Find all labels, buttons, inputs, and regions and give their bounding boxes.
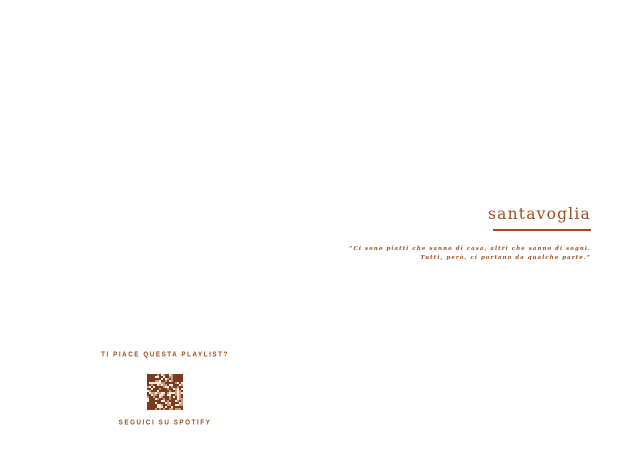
spotify-follow-link[interactable]: SEGUICI SU SPOTIFY	[118, 418, 212, 427]
quote-line-1: “Ci sono piatti che sanno di casa, altri…	[349, 246, 591, 252]
brand-underline-divider	[493, 229, 591, 231]
qr-code-icon[interactable]	[147, 374, 183, 410]
spotify-promo: TI PIACE QUESTA PLAYLIST? SEGUICI SU SPO…	[100, 350, 230, 428]
promo-title: TI PIACE QUESTA PLAYLIST?	[101, 350, 229, 359]
quote-line-2: Tutti, però, ci portano da qualche parte…	[420, 255, 591, 261]
quote-block: “Ci sono piatti che sanno di casa, altri…	[349, 245, 591, 263]
brand-block: santavoglia	[488, 204, 591, 231]
brand-logo-text: santavoglia	[487, 205, 591, 223]
